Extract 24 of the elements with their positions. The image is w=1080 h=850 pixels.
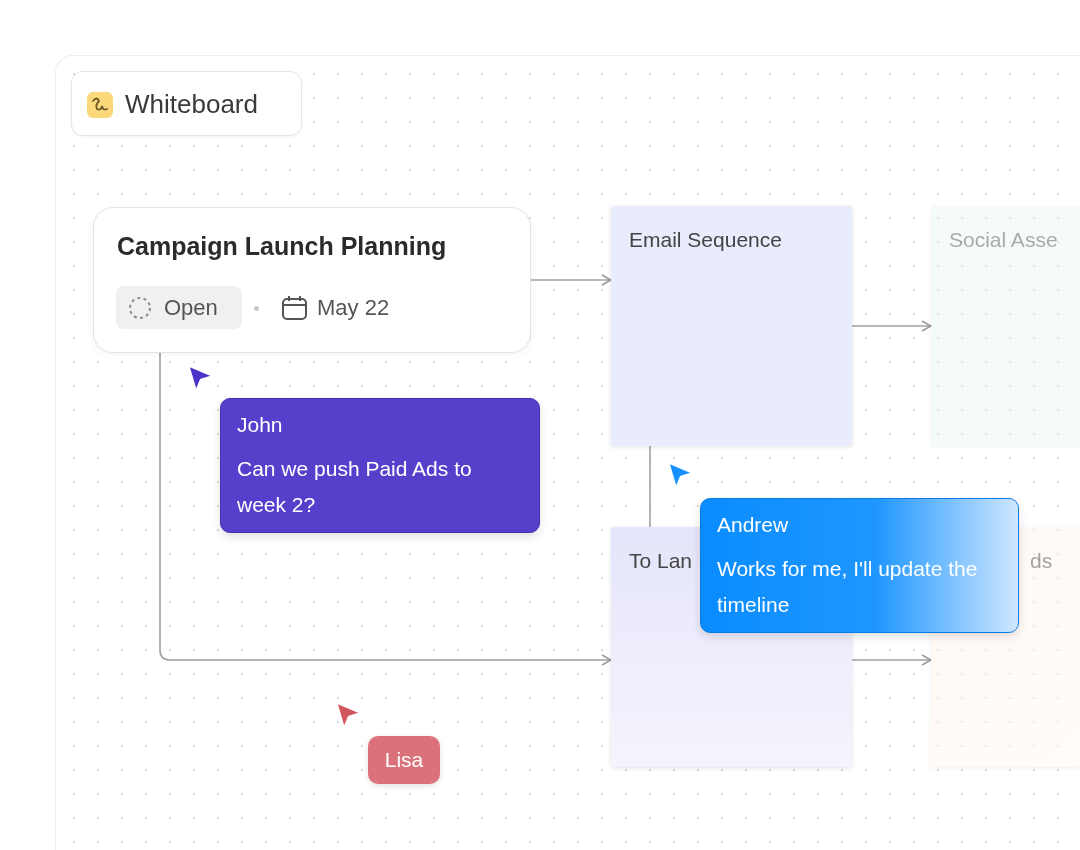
note-title: To Lan — [629, 549, 693, 573]
arrow — [159, 352, 612, 666]
sticky-note — [931, 206, 1080, 446]
note-title: Social Asse — [949, 228, 1058, 252]
arrow — [530, 274, 612, 286]
status-label: Open — [164, 295, 218, 321]
title-badge — [71, 71, 302, 136]
author-name: John — [237, 413, 283, 437]
author-name: Andrew — [717, 513, 789, 537]
comment-bubble — [220, 398, 540, 533]
board-title: Whiteboard — [125, 89, 258, 120]
connector-line — [649, 445, 651, 528]
comment-bubble — [700, 498, 1019, 633]
task-card — [93, 207, 531, 353]
comment-text: Works for me, I'll update the timeline — [717, 556, 978, 618]
due-date: May 22 — [317, 295, 390, 321]
sticky-note — [611, 206, 852, 446]
card-title: Campaign Launch Planning — [117, 232, 447, 261]
user-name-tag: Lisa — [368, 736, 440, 784]
comment-text: Can we push Paid Ads to week 2? — [237, 456, 473, 518]
arrow — [851, 320, 932, 332]
note-title: Email Sequence — [629, 228, 782, 252]
note-title: ds — [1030, 549, 1053, 573]
arrow — [851, 654, 932, 666]
